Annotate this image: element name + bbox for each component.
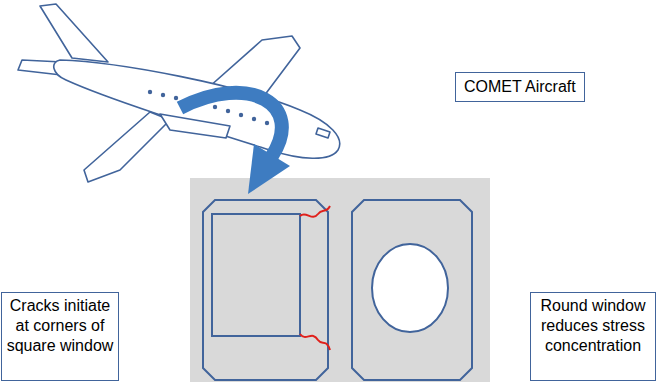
crack: [300, 334, 330, 350]
box-text: COMET Aircraft: [464, 77, 576, 97]
crack: [300, 206, 330, 217]
wing: [84, 112, 170, 182]
window-frame: [203, 200, 328, 380]
window-frame: [352, 200, 472, 380]
title-box: COMET Aircraft: [455, 72, 585, 102]
box-text: Cracks initiate at corners of square win…: [5, 296, 115, 356]
window-panel: [190, 178, 490, 382]
note-box: Cracks initiate at corners of square win…: [1, 292, 119, 381]
box-text: Round window reduces stress concentratio…: [534, 296, 652, 356]
pointer-arrow: [180, 93, 282, 156]
note-box: Round window reduces stress concentratio…: [530, 292, 656, 381]
round-window: [372, 244, 448, 332]
cockpit-window: [316, 128, 330, 138]
square-window: [212, 214, 300, 336]
fuselage: [54, 60, 340, 158]
pointer-arrowhead: [248, 144, 290, 194]
wing-root: [160, 114, 230, 138]
tail-fin: [40, 4, 108, 62]
airplane: [18, 4, 340, 182]
